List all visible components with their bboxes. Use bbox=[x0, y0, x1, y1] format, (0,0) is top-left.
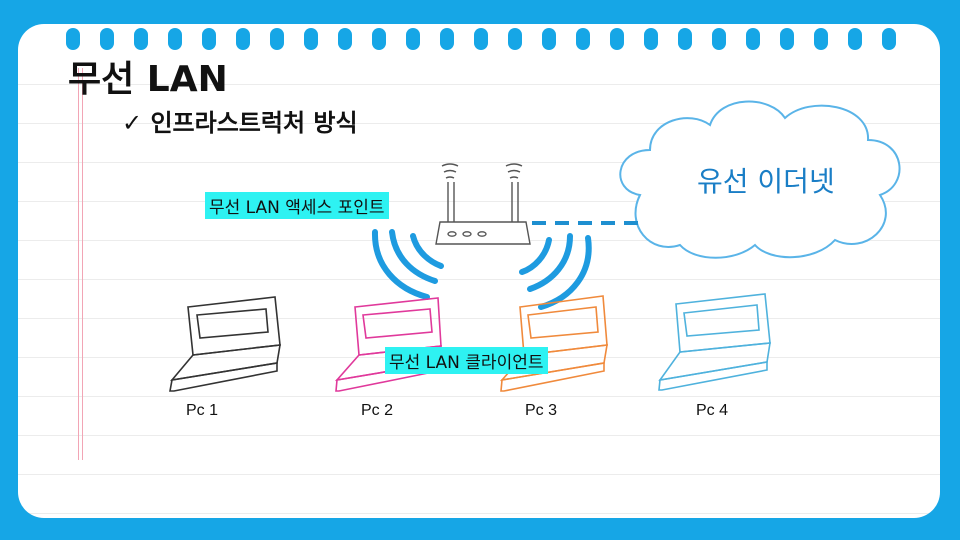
pc-label: Pc 4 bbox=[696, 402, 729, 419]
pc-label: Pc 2 bbox=[361, 402, 394, 419]
clients-label: 무선 LAN 클라이언트 bbox=[385, 347, 548, 374]
wifi-waves-left bbox=[371, 229, 444, 300]
spiral-rings bbox=[0, 0, 960, 60]
notebook-paper bbox=[18, 24, 940, 518]
router-icon bbox=[435, 163, 531, 245]
laptop-pc2-icon bbox=[334, 297, 442, 392]
pc-label: Pc 1 bbox=[186, 402, 219, 419]
laptop-pc3-icon bbox=[499, 295, 608, 392]
page-title: 무선 LAN bbox=[68, 59, 228, 100]
check-icon: ✓ bbox=[122, 109, 143, 137]
wifi-waves-right bbox=[519, 233, 592, 310]
cloud-label: 유선 이더넷 bbox=[697, 165, 835, 198]
laptop-pc1-icon bbox=[169, 296, 281, 392]
access-point-label: 무선 LAN 액세스 포인트 bbox=[205, 192, 389, 219]
section-heading-text: 인프라스트럭처 방식 bbox=[150, 109, 358, 137]
pc-label: Pc 3 bbox=[525, 402, 558, 419]
ethernet-cloud bbox=[619, 100, 901, 259]
margin-line bbox=[78, 68, 83, 460]
laptop-pc4-icon bbox=[658, 293, 771, 391]
section-heading: ✓ 인프라스트럭처 방식 bbox=[122, 103, 358, 138]
